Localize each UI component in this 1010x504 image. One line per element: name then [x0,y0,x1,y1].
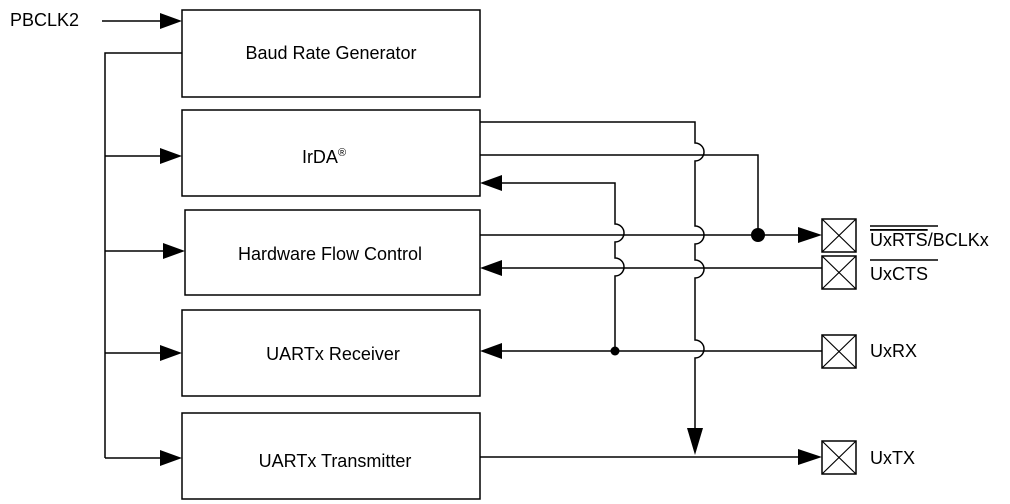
uartx-receiver-label: UARTx Receiver [266,344,400,364]
rts-pin-label: UxRTS [870,230,928,250]
baud-rate-generator-block [181,9,481,98]
tx-pin-label: UxTX [870,448,915,468]
tx-pin-cross-b [821,440,857,475]
uartx-transmitter-label: UARTx Transmitter [259,451,412,471]
pbclk2-label: PBCLK2 [10,10,79,30]
baud-rate-generator-label: Baud Rate Generator [245,43,416,63]
tx-pin [821,440,857,475]
uartx-transmitter-block [181,412,481,500]
irda-bclk-wire [480,154,759,235]
pbclk2-arrow [160,13,182,29]
rx-to-irda-wire [492,182,625,351]
rx-to-irda-arrow [480,175,502,191]
tx-arrow [798,449,822,465]
uartx-receiver-block [181,309,481,397]
rx-arrow [480,343,502,359]
rts-bclk-label: UxRTS/BCLKx [870,230,989,250]
rts-pin-cross-b [821,218,857,253]
clock-distribution-bus [104,52,182,458]
clock-to-receiver-arrow [160,345,182,361]
rx-pin-cross-b [821,334,857,369]
rts-pin [821,218,857,253]
rx-pin-label: UxRX [870,341,917,361]
clock-to-irda-arrow [160,148,182,164]
irda-tx-wire [480,121,705,428]
hardware-flow-control-block [184,209,481,296]
cts-pin-label: UxCTS [870,264,928,284]
irda-label-text: IrDA [302,147,338,167]
hardware-flow-control-label: Hardware Flow Control [238,244,422,264]
irda-label: IrDA® [302,147,346,167]
cts-pin [821,255,857,290]
bclk-pin-label: BCLKx [933,230,989,250]
rx-pin [821,334,857,369]
clock-to-flow-arrow [163,243,185,259]
irda-registered-mark: ® [338,147,346,159]
cts-arrow [480,260,502,276]
irda-tx-arrow [687,428,703,455]
irda-block [181,109,481,197]
clock-to-transmitter-arrow [160,450,182,466]
rts-separator: / [928,230,933,250]
rts-arrow [798,227,822,243]
cts-pin-cross-b [821,255,857,290]
